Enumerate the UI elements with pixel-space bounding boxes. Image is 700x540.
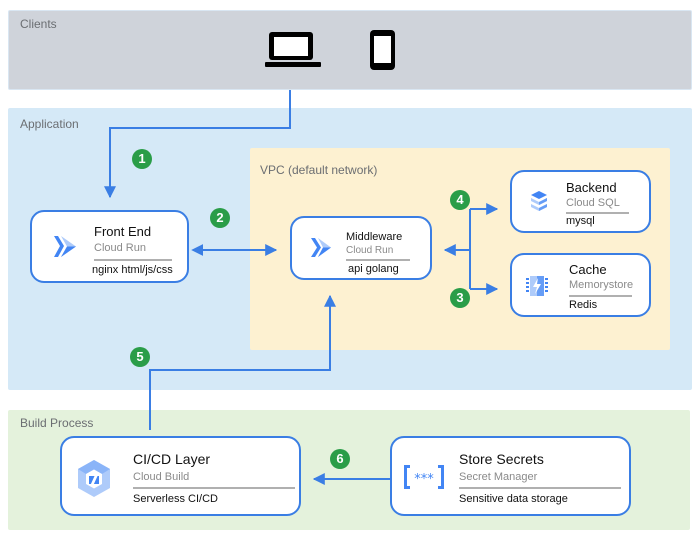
cloud-run-icon [311,238,331,257]
cache-detail: Redis [569,299,598,311]
vpc-zone-label: VPC (default network) [260,163,378,177]
cicd-card[interactable]: CI/CD Layer Cloud Build Serverless CI/CD [60,436,301,516]
clients-zone-label: Clients [20,17,57,31]
application-zone-label: Application [20,117,79,131]
build-process-zone-label: Build Process [20,416,94,430]
secrets-service: Secret Manager [459,471,538,483]
backend-card[interactable]: Backend Cloud SQL mysql [510,170,651,233]
middleware-service: Cloud Run [346,245,394,256]
frontend-detail: nginx html/js/css [92,264,173,276]
clients-zone [8,10,692,90]
secrets-card[interactable]: *** Store Secrets Secret Manager Sensiti… [390,436,631,516]
smartphone-icon [370,30,395,70]
frontend-card[interactable]: Front End Cloud Run nginx html/js/css [30,210,189,283]
cicd-service: Cloud Build [133,471,190,483]
middleware-divider [346,259,410,261]
frontend-service: Cloud Run [94,242,146,254]
cloud-sql-icon [531,191,547,211]
cloud-build-icon [78,460,110,497]
cache-card[interactable]: Cache Memorystore Redis [510,253,651,317]
step-badge-4: 4 [450,190,470,210]
cache-service: Memorystore [569,279,634,291]
middleware-title: Middleware [346,231,403,243]
step-badge-3: 3 [450,288,470,308]
step-badge-1: 1 [132,149,152,169]
step-badge-5: 5 [130,347,150,367]
cicd-title: CI/CD Layer [133,451,211,467]
cache-title: Cache [569,262,607,277]
backend-detail: mysql [566,215,595,227]
step-badge-2: 2 [210,208,230,228]
cache-divider [569,295,632,297]
frontend-title: Front End [94,224,152,239]
memorystore-icon [526,276,548,296]
backend-service: Cloud SQL [566,197,620,209]
cicd-detail: Serverless CI/CD [133,493,218,505]
svg-text:***: *** [414,472,434,487]
secret-manager-icon: *** [404,465,444,489]
middleware-card[interactable]: Middleware Cloud Run api golang [290,216,432,280]
laptop-icon [265,32,321,67]
backend-title: Backend [566,180,617,195]
middleware-detail: api golang [348,263,399,275]
cicd-divider [133,487,295,489]
step-badge-6: 6 [330,449,350,469]
secrets-detail: Sensitive data storage [459,493,568,505]
frontend-divider [94,259,172,261]
secrets-title: Store Secrets [459,451,544,467]
backend-divider [566,212,629,214]
cloud-run-icon [54,236,76,257]
secrets-divider [459,487,621,489]
